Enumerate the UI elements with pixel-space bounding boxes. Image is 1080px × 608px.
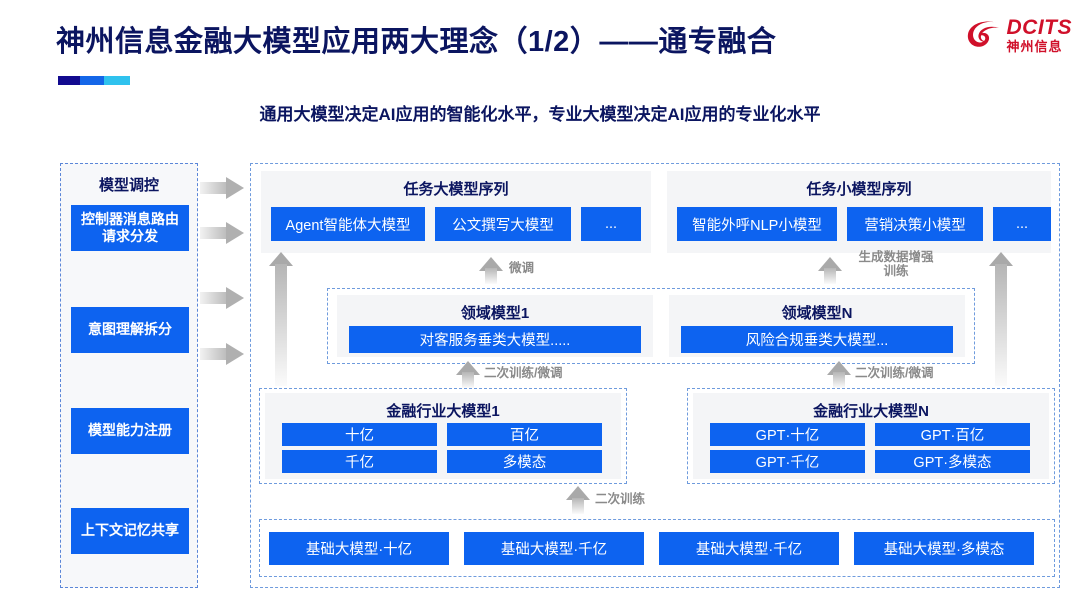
chip-risk-compliance-vertical-model[interactable]: 风险合规垂类大模型... bbox=[681, 326, 953, 353]
accent-segment-1 bbox=[58, 76, 80, 85]
arrow-head bbox=[818, 257, 842, 271]
arrow-label-data-augment: 生成数据增强 训练 bbox=[848, 250, 944, 279]
task-small-model-card: 任务小模型序列 智能外呼NLP小模型 营销决策小模型 ... bbox=[667, 171, 1051, 253]
accent-bar bbox=[58, 76, 130, 85]
domain-model-n-card: 领域模型N 风险合规垂类大模型... bbox=[669, 295, 965, 357]
logo-cn: 神州信息 bbox=[1006, 39, 1063, 54]
chip-base-multimodal[interactable]: 基础大模型·多模态 bbox=[854, 532, 1034, 565]
chip-task-large-more[interactable]: ... bbox=[581, 207, 641, 241]
arrow-head bbox=[226, 343, 244, 365]
arrow-shaft bbox=[200, 182, 228, 194]
arrow-shaft bbox=[200, 227, 228, 239]
arrow-shaft bbox=[275, 264, 287, 386]
page-title: 神州信息金融大模型应用两大理念（1/2）——通专融合 bbox=[56, 26, 777, 58]
flow-arrow-up-retrain-right bbox=[827, 361, 851, 388]
chip-industryn-gpt-10b[interactable]: GPT·百亿 bbox=[875, 423, 1030, 446]
arrow-head bbox=[269, 252, 293, 266]
flow-arrow-right-4 bbox=[200, 343, 244, 365]
industry-model-1-card: 金融行业大模型1 十亿 百亿 千亿 多模态 bbox=[265, 393, 621, 479]
flow-arrow-up-left-tall bbox=[269, 252, 293, 386]
task-small-model-title: 任务小模型序列 bbox=[806, 181, 912, 198]
arrow-label-fine-tune: 微调 bbox=[509, 261, 535, 275]
flow-arrow-up-fine-tune bbox=[479, 257, 503, 284]
industry-model-1-title: 金融行业大模型1 bbox=[386, 403, 500, 420]
base-model-band: 基础大模型·十亿 基础大模型·千亿 基础大模型·千亿 基础大模型·多模态 bbox=[259, 519, 1055, 577]
arrow-label-retrain-right: 二次训练/微调 bbox=[855, 366, 934, 380]
chip-base-100b-b[interactable]: 基础大模型·千亿 bbox=[659, 532, 839, 565]
chip-industryn-gpt-100b[interactable]: GPT·千亿 bbox=[710, 450, 865, 473]
chip-industryn-gpt-multimodal[interactable]: GPT·多模态 bbox=[875, 450, 1030, 473]
domain-model-n-title: 领域模型N bbox=[781, 305, 853, 322]
flow-arrow-up-retrain-base bbox=[566, 486, 590, 514]
arrow-shaft bbox=[462, 372, 474, 388]
sidebar-item-controller-routing[interactable]: 控制器消息路由请求分发 bbox=[71, 205, 189, 251]
sidebar-model-control: 模型调控 控制器消息路由请求分发 意图理解拆分 模型能力注册 上下文记忆共享 bbox=[60, 163, 198, 588]
arrow-shaft bbox=[200, 292, 228, 304]
dcits-swirl-icon bbox=[964, 16, 1002, 54]
arrow-head bbox=[226, 222, 244, 244]
chip-industry1-10b[interactable]: 百亿 bbox=[447, 423, 602, 446]
flow-arrow-up-right-tall bbox=[989, 252, 1013, 386]
arrow-shaft bbox=[824, 268, 836, 284]
sidebar-title: 模型调控 bbox=[98, 177, 159, 194]
arrow-label-data-augment-line1: 生成数据增强 bbox=[858, 250, 934, 264]
arrow-head bbox=[566, 486, 590, 500]
chip-industry1-multimodal[interactable]: 多模态 bbox=[447, 450, 602, 473]
domain-model-1-title: 领域模型1 bbox=[460, 305, 530, 322]
chip-base-1b[interactable]: 基础大模型·十亿 bbox=[269, 532, 449, 565]
logo-en: DCITS bbox=[1006, 16, 1072, 39]
flow-arrow-right-2 bbox=[200, 222, 244, 244]
flow-arrow-up-data-augment bbox=[818, 257, 842, 284]
chip-marketing-decision-small-model[interactable]: 营销决策小模型 bbox=[847, 207, 983, 241]
sidebar-item-context-memory[interactable]: 上下文记忆共享 bbox=[71, 508, 189, 554]
industry-model-n-card: 金融行业大模型N GPT·十亿 GPT·百亿 GPT·千亿 GPT·多模态 bbox=[693, 393, 1049, 479]
domain-model-1-card: 领域模型1 对客服务垂类大模型..... bbox=[337, 295, 653, 357]
arrow-head bbox=[456, 361, 480, 375]
arrow-shaft bbox=[200, 348, 228, 360]
arrow-head bbox=[226, 287, 244, 309]
chip-customer-service-vertical-model[interactable]: 对客服务垂类大模型..... bbox=[349, 326, 641, 353]
sidebar-item-capability-registry[interactable]: 模型能力注册 bbox=[71, 408, 189, 454]
arrow-label-retrain-left: 二次训练/微调 bbox=[484, 366, 563, 380]
task-large-model-card: 任务大模型序列 Agent智能体大模型 公文撰写大模型 ... bbox=[261, 171, 651, 253]
task-large-model-title: 任务大模型序列 bbox=[403, 181, 509, 198]
chip-outbound-nlp-small-model[interactable]: 智能外呼NLP小模型 bbox=[677, 207, 837, 241]
domain-model-band bbox=[327, 288, 975, 364]
chip-industry1-100b[interactable]: 千亿 bbox=[282, 450, 437, 473]
flow-arrow-up-retrain-left bbox=[456, 361, 480, 388]
chip-industryn-gpt-1b[interactable]: GPT·十亿 bbox=[710, 423, 865, 446]
industry-model-n-title: 金融行业大模型N bbox=[813, 403, 929, 420]
arrow-head bbox=[827, 361, 851, 375]
arrow-head bbox=[479, 257, 503, 271]
industry-model-n-band bbox=[687, 388, 1055, 484]
arrow-head bbox=[226, 177, 244, 199]
chip-industry1-1b[interactable]: 十亿 bbox=[282, 423, 437, 446]
flow-arrow-right-3 bbox=[200, 287, 244, 309]
accent-segment-3 bbox=[104, 76, 130, 85]
chip-agent-large-model[interactable]: Agent智能体大模型 bbox=[271, 207, 425, 241]
arrow-label-retrain-base: 二次训练 bbox=[595, 492, 646, 506]
arrow-shaft bbox=[572, 498, 584, 514]
arrow-shaft bbox=[833, 372, 845, 388]
chip-base-100b-a[interactable]: 基础大模型·千亿 bbox=[464, 532, 644, 565]
dcits-logo: DCITS 神州信息 bbox=[964, 16, 1073, 54]
page-subtitle: 通用大模型决定AI应用的智能化水平，专业大模型决定AI应用的专业化水平 bbox=[259, 105, 821, 124]
logo-text: DCITS 神州信息 bbox=[1007, 17, 1073, 53]
chip-task-small-more[interactable]: ... bbox=[993, 207, 1051, 241]
accent-segment-2 bbox=[80, 76, 104, 85]
arrow-head bbox=[989, 252, 1013, 266]
flow-arrow-right-1 bbox=[200, 177, 244, 199]
arrow-shaft bbox=[995, 264, 1007, 386]
chip-document-writing-model[interactable]: 公文撰写大模型 bbox=[435, 207, 571, 241]
industry-model-1-band bbox=[259, 388, 627, 484]
arrow-label-data-augment-line2: 训练 bbox=[883, 264, 909, 279]
arrow-shaft bbox=[485, 268, 497, 284]
architecture-panel: 任务大模型序列 Agent智能体大模型 公文撰写大模型 ... 任务小模型序列 … bbox=[250, 163, 1060, 588]
sidebar-item-intent-parsing[interactable]: 意图理解拆分 bbox=[71, 307, 189, 353]
